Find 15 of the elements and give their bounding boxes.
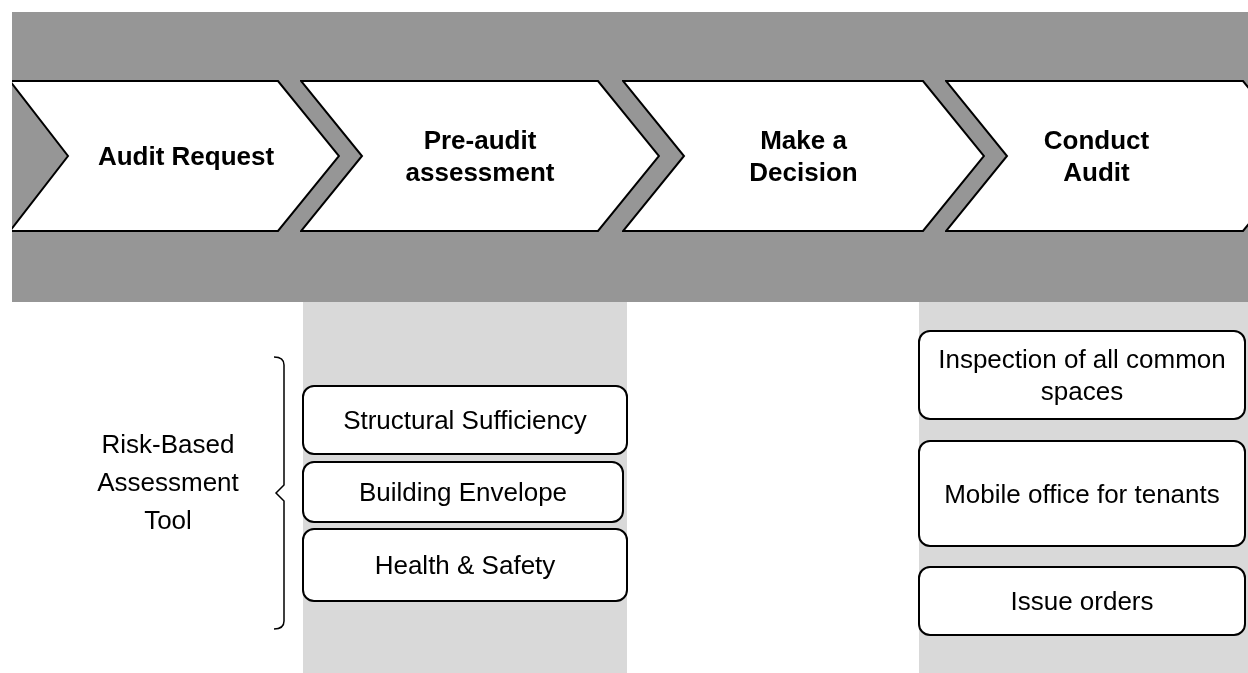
chevron-step bbox=[622, 80, 985, 232]
category-box: Health & Safety bbox=[302, 528, 628, 602]
category-box: Inspection of all common spaces bbox=[918, 330, 1246, 420]
category-box: Mobile office for tenants bbox=[918, 440, 1246, 547]
bracket-label: Risk-Based Assessment Tool bbox=[96, 428, 240, 537]
step-title: Make a Decision bbox=[748, 124, 859, 188]
category-box: Structural Sufficiency bbox=[302, 385, 628, 455]
step-title: Conduct Audit bbox=[1042, 124, 1151, 188]
chevron-step bbox=[945, 80, 1248, 232]
category-box: Building Envelope bbox=[302, 461, 624, 523]
category-box: Issue orders bbox=[918, 566, 1246, 636]
step-title: Pre-audit assessment bbox=[404, 124, 556, 188]
step-title: Audit Request bbox=[97, 140, 275, 172]
chevron-step bbox=[300, 80, 660, 232]
chevron-step bbox=[12, 80, 340, 232]
